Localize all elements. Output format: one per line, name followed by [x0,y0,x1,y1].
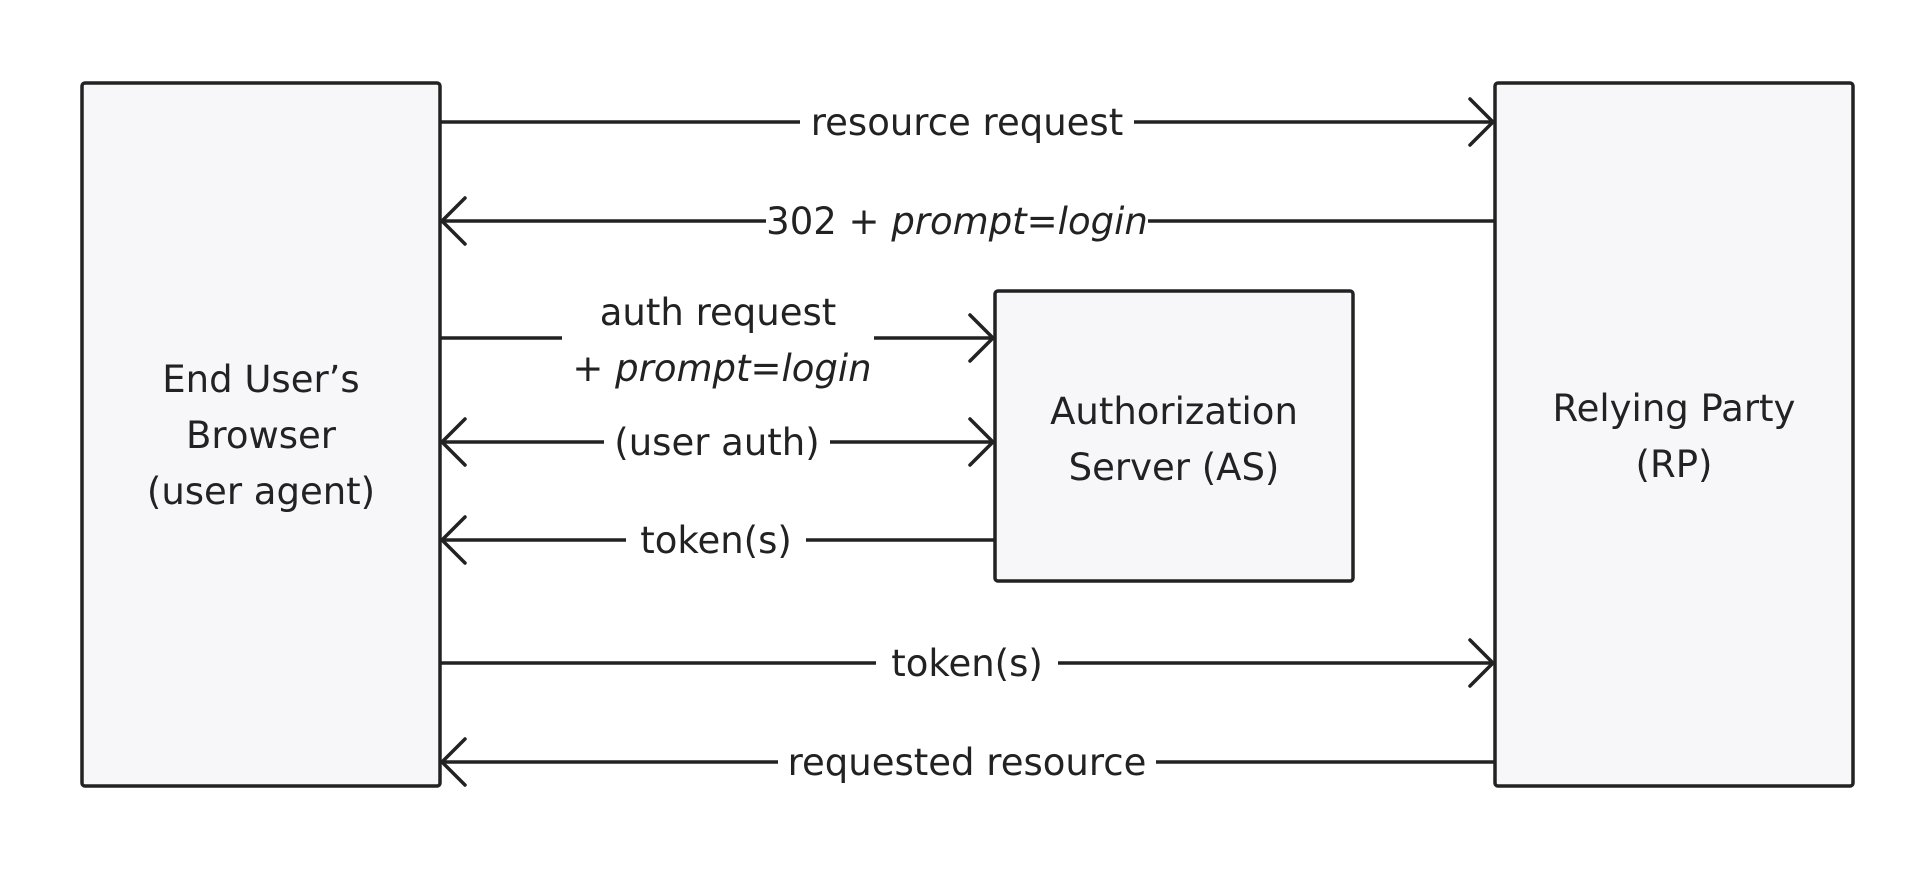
redirect-label: 302 + prompt=login [766,200,1148,243]
edge-auth-request: auth request + prompt=login [440,291,995,390]
rp-label-line1: Relying Party [1553,387,1796,430]
edge-user-auth: (user auth) [440,417,995,467]
user-auth-label: (user auth) [614,421,819,464]
browser-label-line2: Browser [186,414,337,457]
token-rp-label: token(s) [891,642,1043,685]
browser-node: End User’s Browser (user agent) [80,81,442,788]
arrowhead-left-icon [440,196,467,246]
arrowhead-right-icon [1468,638,1495,688]
as-box [993,289,1355,583]
browser-box [80,81,442,788]
edge-redirect: 302 + prompt=login [440,196,1495,246]
edge-token-rp: token(s) [440,638,1495,688]
arrowhead-left-icon [440,737,467,787]
arrowhead-left-icon [440,515,467,565]
redirect-label-italic: prompt=login [890,200,1148,243]
arrowhead-left-icon [440,417,467,467]
auth-request-label-plain: + [572,347,615,390]
browser-label-line1: End User’s [162,358,359,401]
as-label-line2: Server (AS) [1069,446,1280,489]
auth-request-label-line1: auth request [600,291,837,334]
requested-resource-label: requested resource [788,741,1147,784]
edge-token-as: token(s) [440,515,995,565]
rp-label-line2: (RP) [1636,443,1713,486]
rp-node: Relying Party (RP) [1493,81,1855,788]
as-label-line1: Authorization [1050,390,1298,433]
auth-request-label-italic: prompt=login [614,347,872,390]
rp-box [1493,81,1855,788]
browser-label-line3: (user agent) [147,470,375,513]
edge-requested-resource: requested resource [440,737,1495,787]
token-as-label: token(s) [640,519,792,562]
edge-resource-request: resource request [440,97,1495,147]
arrowhead-right-icon [968,313,995,363]
resource-request-label: resource request [811,101,1123,144]
auth-request-label-line2: + prompt=login [572,347,871,390]
arrowhead-right-icon [1468,97,1495,147]
redirect-label-plain: 302 + [766,200,891,243]
arrowhead-right-icon [968,417,995,467]
as-node: Authorization Server (AS) [993,289,1355,583]
